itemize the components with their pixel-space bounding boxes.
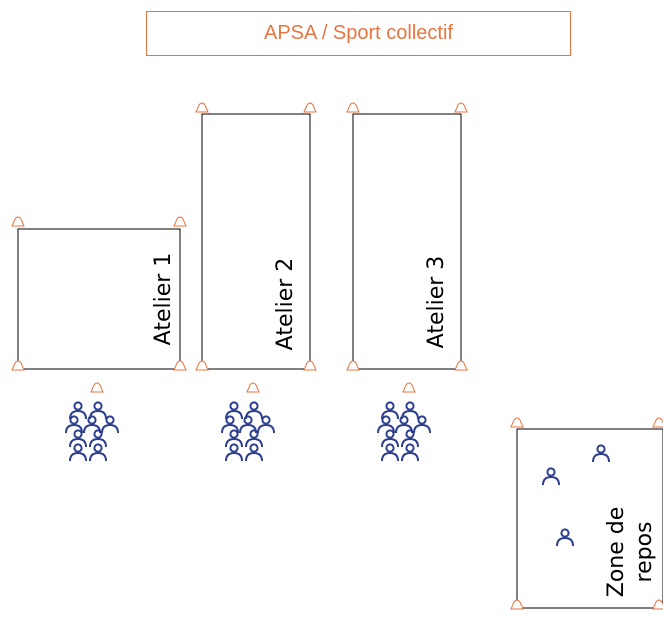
rest-zone-label-line1: Zone de bbox=[604, 507, 629, 598]
cone-icon bbox=[454, 360, 468, 371]
cone-icon bbox=[173, 360, 187, 371]
rest-zone-label-line2: repos bbox=[632, 522, 657, 583]
player-group-1 bbox=[65, 401, 119, 462]
cone-icon bbox=[346, 360, 360, 371]
cone-icon bbox=[652, 417, 663, 428]
cone-icon bbox=[454, 102, 468, 113]
workshop-2: Atelier 2 bbox=[195, 102, 317, 371]
person-icon bbox=[225, 443, 243, 462]
workshop-1: Atelier 1 bbox=[11, 216, 187, 371]
person-icon bbox=[381, 443, 399, 462]
workshop-2-label: Atelier 2 bbox=[273, 258, 298, 351]
person-icon bbox=[413, 415, 431, 434]
cone-icon bbox=[246, 382, 260, 393]
person-icon bbox=[542, 467, 560, 486]
person-icon bbox=[592, 444, 610, 463]
person-icon bbox=[245, 443, 263, 462]
workshop-1-label: Atelier 1 bbox=[151, 253, 176, 346]
workshop-3-area bbox=[352, 113, 462, 370]
rest-zone-area bbox=[516, 428, 663, 609]
cone-icon bbox=[303, 360, 317, 371]
person-icon bbox=[556, 528, 574, 547]
player-group-2 bbox=[221, 401, 275, 462]
cone-icon bbox=[173, 216, 187, 227]
cone-icon bbox=[195, 102, 209, 113]
cone-icon bbox=[90, 382, 104, 393]
page-title: APSA / Sport collectif bbox=[146, 11, 571, 56]
cone-icon bbox=[510, 599, 524, 610]
cone-icon bbox=[346, 102, 360, 113]
cone-icon bbox=[303, 102, 317, 113]
cone-icon bbox=[11, 216, 25, 227]
player-group-3 bbox=[377, 401, 431, 462]
rest-zone: Zone de repos bbox=[510, 417, 663, 610]
workshop-3: Atelier 3 bbox=[346, 102, 468, 371]
person-icon bbox=[69, 443, 87, 462]
person-icon bbox=[101, 415, 119, 434]
person-icon bbox=[401, 443, 419, 462]
cone-icon bbox=[510, 417, 524, 428]
cone-icon bbox=[11, 360, 25, 371]
person-icon bbox=[257, 415, 275, 434]
cone-icon bbox=[402, 382, 416, 393]
workshop-1-area bbox=[17, 228, 181, 370]
workshop-2-area bbox=[201, 113, 311, 370]
workshop-3-label: Atelier 3 bbox=[424, 256, 449, 349]
cone-icon bbox=[195, 360, 209, 371]
cone-icon bbox=[652, 599, 663, 610]
person-icon bbox=[89, 443, 107, 462]
